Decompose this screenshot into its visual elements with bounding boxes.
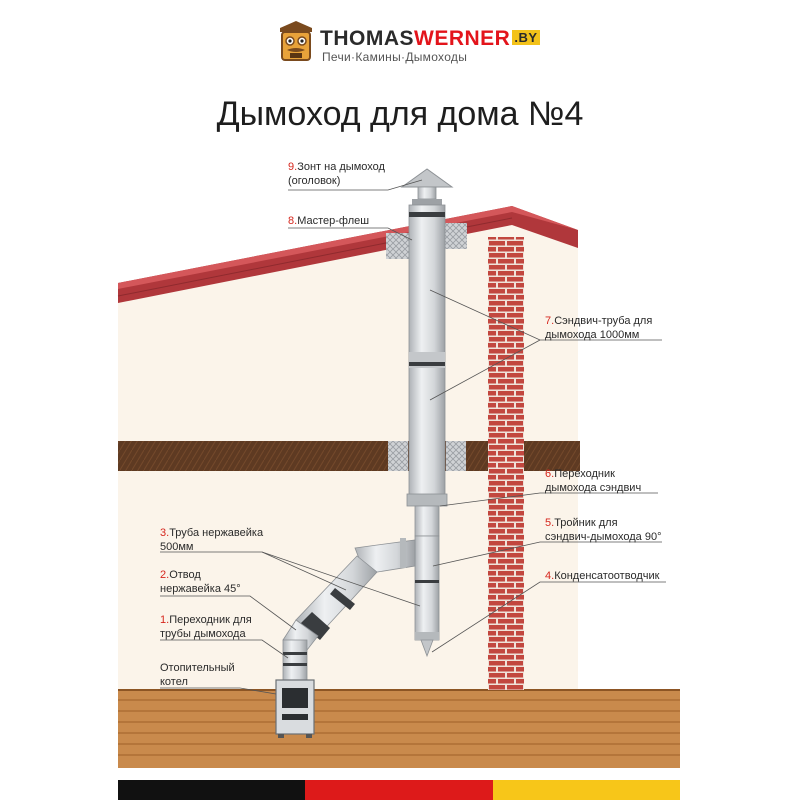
label-text: Отопительный — [160, 662, 235, 674]
label-num: 5. — [545, 517, 555, 529]
label-stainless-pipe: 3.Труба нержавейка 500мм — [160, 526, 263, 554]
label-text-2: сэндвич-дымохода 90° — [545, 531, 662, 543]
chimney-cap-icon — [400, 168, 454, 205]
label-text-2: (оголовок) — [288, 175, 341, 187]
brand-header[interactable]: THOMASWERNER.BY Печи·Камины·Дымоходы — [276, 20, 546, 64]
sandwich-tee — [414, 505, 440, 658]
leader-lines — [160, 179, 666, 695]
label-text: Конденсатоотводчик — [554, 570, 660, 582]
label-text-2: дымохода сэндвич — [545, 482, 642, 494]
label-text-2: котел — [160, 676, 188, 688]
label-text: Мастер-флеш — [297, 215, 370, 227]
label-text: Переходник для — [169, 614, 252, 626]
label-num: 4. — [545, 570, 555, 582]
page-title: Дымоход для дома №4 — [216, 95, 584, 133]
ceiling-pass-mesh-right — [446, 441, 466, 471]
label-condensate-trap: 4.Конденсатоотводчик — [545, 569, 659, 583]
label-text-2: 500мм — [160, 541, 194, 553]
stove-mascot-logo-icon — [280, 21, 312, 61]
label-text-2: дымохода 1000мм — [545, 329, 640, 341]
flag-stripe-gold — [492, 780, 680, 800]
label-num: 3. — [160, 527, 170, 539]
label-num: 2. — [160, 569, 170, 581]
boiler-icon — [275, 679, 315, 738]
label-boiler: Отопительный котел — [160, 661, 235, 689]
label-sandwich-pipe: 7.Сэндвич-труба для дымохода 1000мм — [545, 314, 652, 342]
brand-name: THOMASWERNER.BY — [320, 26, 540, 51]
brand-name-part1: THOMAS — [320, 27, 414, 50]
flag-stripe-footer — [118, 780, 680, 800]
label-pipe-adapter: 1.Переходник для трубы дымохода — [160, 613, 252, 641]
label-num: 6. — [545, 468, 555, 480]
sandwich-pipe — [406, 204, 448, 507]
flag-stripe-black — [118, 780, 306, 800]
label-num: 8. — [288, 215, 298, 227]
label-text-2: трубы дымохода — [160, 628, 246, 640]
label-master-flash: 8.Мастер-флеш — [288, 214, 369, 228]
label-text: Отвод — [169, 569, 201, 581]
label-text: Переходник — [554, 468, 615, 480]
brand-tagline: Печи·Камины·Дымоходы — [322, 50, 468, 64]
brick-column — [488, 237, 524, 690]
label-text: Сэндвич-труба для — [554, 315, 653, 327]
label-sandwich-adapter: 6.Переходник дымохода сэндвич — [545, 467, 641, 495]
label-text: Зонт на дымоход — [297, 161, 385, 173]
master-flash-mesh-right — [443, 223, 467, 249]
label-text-2: нержавейка 45° — [160, 583, 241, 595]
label-stainless-elbow: 2.Отвод нержавейка 45° — [160, 568, 241, 596]
ceiling-pass-mesh-left — [388, 441, 408, 471]
brand-name-part2: WERNER — [414, 27, 511, 50]
label-num: 9. — [288, 161, 298, 173]
label-sandwich-tee: 5.Тройник для сэндвич-дымохода 90° — [545, 516, 661, 544]
label-text: Труба нержавейка — [169, 527, 264, 539]
flag-stripe-red — [305, 780, 493, 800]
brand-tld-badge: .BY — [512, 30, 540, 45]
label-num: 7. — [545, 315, 555, 327]
label-chimney-cap: 9.Зонт на дымоход (оголовок) — [288, 160, 385, 188]
label-num: 1. — [160, 614, 170, 626]
floor-planks — [118, 689, 680, 768]
label-text: Тройник для — [554, 517, 618, 529]
stainless-pipe-route — [282, 538, 416, 681]
